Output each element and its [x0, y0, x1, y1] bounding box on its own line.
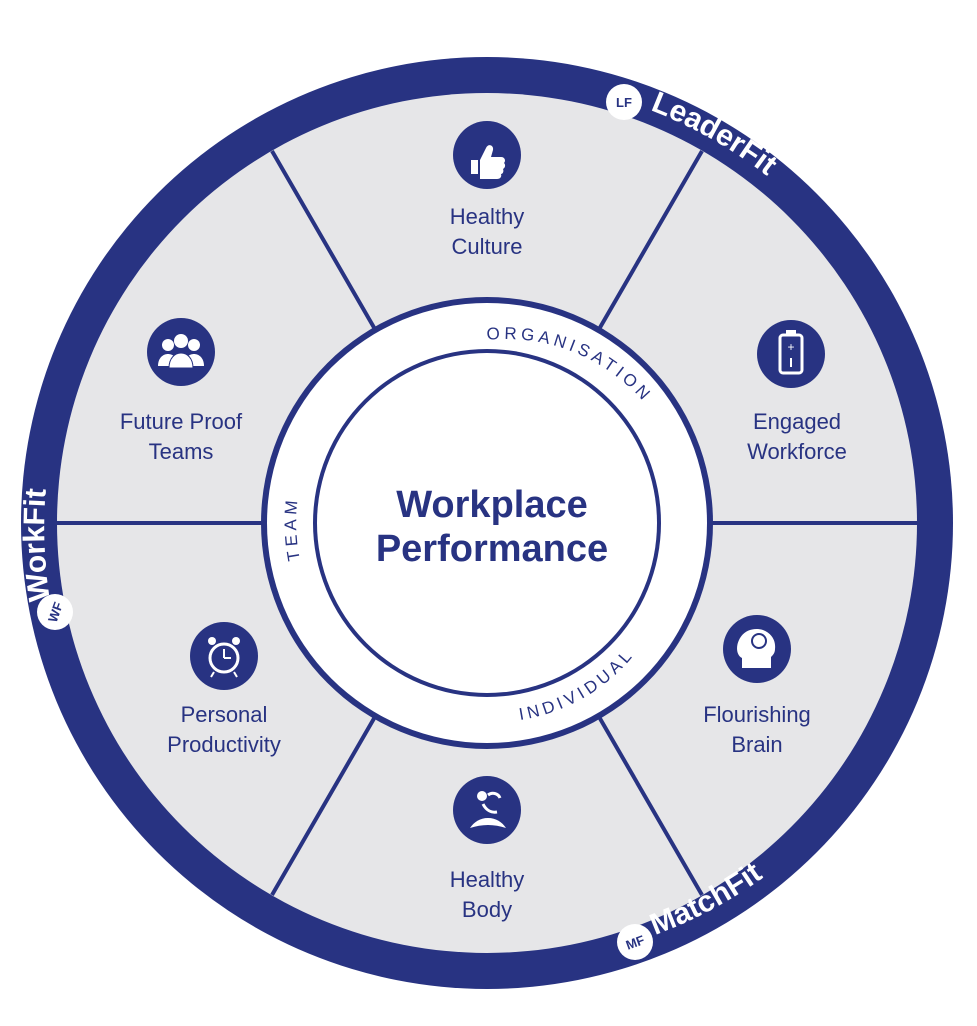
- segment-future-proof-teams: Future Proof Teams: [120, 318, 243, 464]
- segment-label-line2: Teams: [149, 439, 214, 464]
- center-title-line1: Workplace: [396, 484, 587, 526]
- workfit-badge-text: WF: [45, 600, 66, 624]
- segment-label-line2: Body: [462, 897, 512, 922]
- matchfit-badge-text: MF: [624, 932, 647, 953]
- workfit-badge: [37, 594, 73, 630]
- segment-label-line2: Culture: [452, 234, 523, 259]
- segment-label-line1: Engaged: [753, 409, 841, 434]
- matchfit-badge: [617, 924, 653, 960]
- center-circle: [317, 353, 657, 693]
- segment-label-line1: Personal: [181, 702, 268, 727]
- segment-flourishing-brain: Flourishing Brain: [703, 615, 811, 757]
- workfit-label-text: WorkFit: [18, 487, 57, 603]
- segment-label-line2: Productivity: [167, 732, 281, 757]
- leaderfit-badge-text: LF: [616, 95, 632, 110]
- center-title-line2: Performance: [376, 528, 608, 570]
- segment-engaged-workforce: + Engaged Workforce: [747, 320, 847, 464]
- svg-text:+: +: [787, 340, 794, 354]
- segment-personal-productivity: Personal Productivity: [167, 622, 281, 757]
- team-people-icon: [147, 318, 215, 386]
- segment-label-line1: Healthy: [450, 867, 525, 892]
- segment-label-line1: Future Proof: [120, 409, 243, 434]
- ring-label-team: TEAM: [281, 496, 304, 563]
- segment-label-line2: Brain: [731, 732, 782, 757]
- segment-healthy-culture: Healthy Culture: [450, 121, 525, 259]
- segment-label-line1: Flourishing: [703, 702, 811, 727]
- segment-label-line2: Workforce: [747, 439, 847, 464]
- segment-healthy-body: Healthy Body: [450, 776, 525, 922]
- ring-label-team-text: TEAM: [281, 496, 300, 563]
- leaderfit-badge: [606, 84, 642, 120]
- segment-label-line1: Healthy: [450, 204, 525, 229]
- workfit-label: WorkFit: [18, 487, 57, 603]
- battery-icon: [757, 320, 825, 388]
